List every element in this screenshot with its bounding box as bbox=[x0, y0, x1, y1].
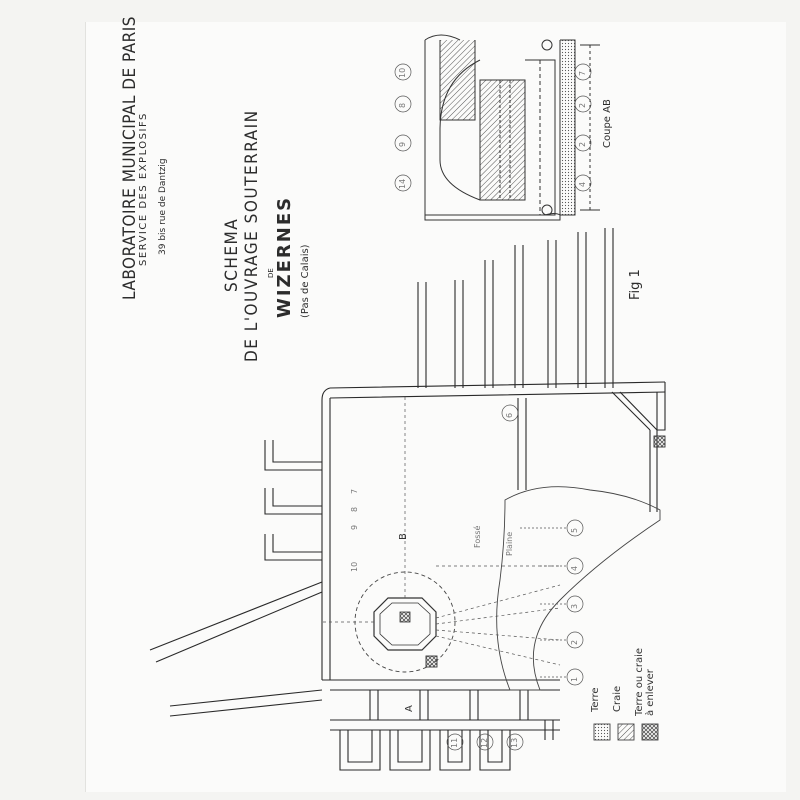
faint-label-plaine: Plaine bbox=[505, 531, 514, 556]
section-number: 2 bbox=[578, 102, 587, 108]
plan-number: 7 bbox=[350, 488, 359, 494]
section-number-circles bbox=[394, 63, 592, 192]
plan-number: 5 bbox=[570, 527, 579, 533]
plan-number: 3 bbox=[570, 603, 579, 609]
plan-number: 4 bbox=[570, 565, 579, 571]
gallery-network bbox=[149, 228, 666, 771]
section-number: 8 bbox=[398, 102, 407, 108]
figure-label: Fig 1 bbox=[628, 269, 643, 300]
plan-number: 13 bbox=[510, 737, 519, 748]
place-name: WIZERNES bbox=[274, 195, 295, 318]
plan-number: 12 bbox=[480, 737, 489, 748]
section-number: 4 bbox=[578, 181, 587, 187]
numbered-points bbox=[446, 404, 584, 751]
central-bunker bbox=[322, 395, 561, 673]
plan-number: 11 bbox=[450, 737, 459, 748]
legend-label-terre: Terre bbox=[590, 687, 601, 712]
plan-number: 6 bbox=[505, 412, 514, 418]
section-number: 10 bbox=[398, 67, 407, 78]
earth-zone-outline bbox=[496, 486, 661, 691]
address-line: 39 bis rue de Dantzig bbox=[158, 158, 168, 255]
schema-subtitle: DE L'OUVRAGE SOUTERRAIN bbox=[242, 109, 262, 362]
section-number: 14 bbox=[398, 178, 407, 189]
section-number: 2 bbox=[578, 141, 587, 147]
plan-number: 2 bbox=[570, 639, 579, 645]
point-b-label: B bbox=[398, 533, 409, 540]
legend-label-a-enlever: Terre ou craie à enlever bbox=[634, 647, 656, 716]
section-view bbox=[424, 34, 600, 221]
region-name: (Pas de Calais) bbox=[300, 244, 311, 318]
marker-squares bbox=[425, 435, 666, 668]
plan-number: 9 bbox=[350, 524, 359, 530]
plan-number: 10 bbox=[350, 561, 359, 572]
plan-number: 1 bbox=[570, 676, 579, 682]
plan-number: 8 bbox=[350, 506, 359, 512]
service-subtitle: SERVICE DES EXPLOSIFS bbox=[138, 112, 149, 266]
section-number: 9 bbox=[398, 141, 407, 147]
faint-label-fosse: Fossé bbox=[473, 525, 482, 548]
schema-title: SCHEMA bbox=[222, 217, 242, 292]
legend-label-craie: Craie bbox=[612, 685, 623, 712]
laboratory-title: LABORATOIRE MUNICIPAL DE PARIS bbox=[120, 16, 140, 300]
point-a-label: A bbox=[404, 705, 415, 712]
legend-swatches bbox=[593, 723, 659, 741]
section-label: Coupe AB bbox=[602, 99, 613, 148]
section-number: 7 bbox=[578, 70, 587, 76]
